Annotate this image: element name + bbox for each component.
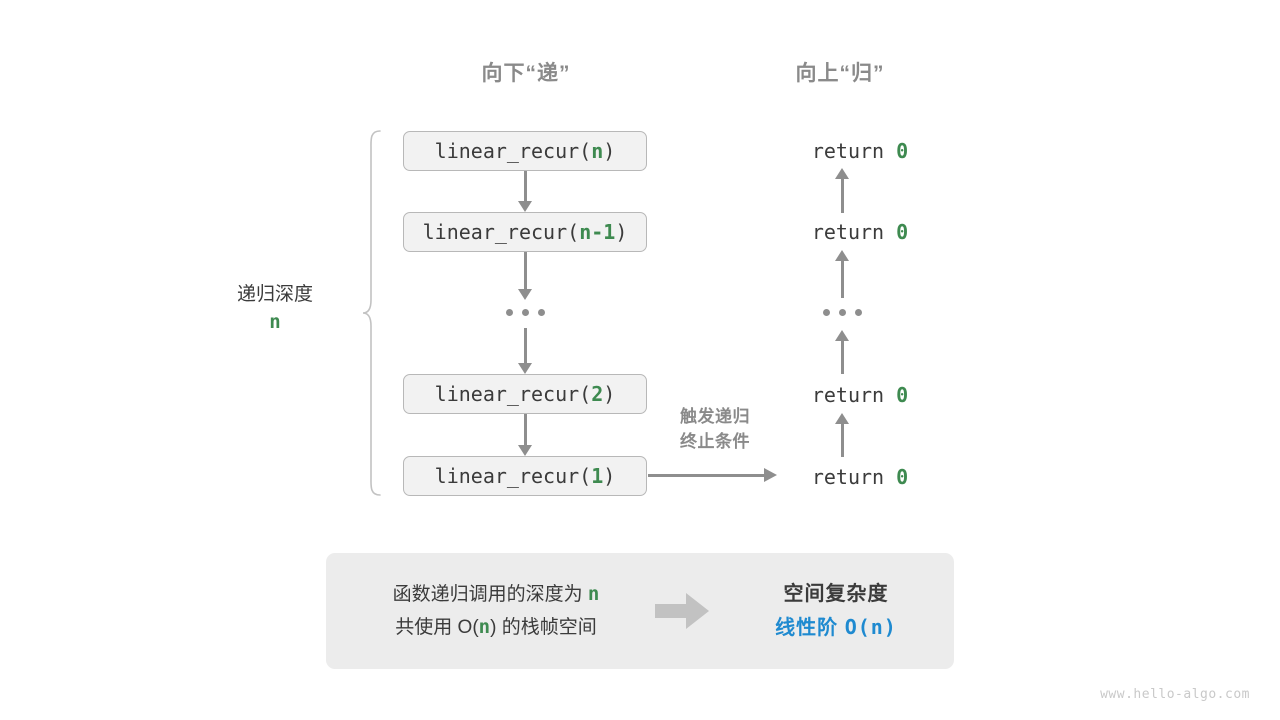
down-arrow-2 bbox=[515, 252, 535, 300]
call-box-1[interactable]: linear_recur(1) bbox=[403, 456, 647, 496]
call-box-close: ) bbox=[603, 464, 616, 488]
return-statement-3: return 0 bbox=[760, 383, 960, 407]
summary-line2-prefix: 共使用 bbox=[395, 617, 453, 638]
termination-arrow-head bbox=[764, 468, 777, 482]
call-box-arg: 2 bbox=[591, 382, 604, 406]
termination-arrow-shaft bbox=[648, 474, 766, 477]
column-header-ascend: 向上“归” bbox=[795, 62, 885, 85]
summary-right-text: 空间复杂度 线性阶 O(n) bbox=[718, 578, 954, 645]
recursion-depth-value: n bbox=[269, 311, 281, 333]
up-arrow-4 bbox=[832, 413, 852, 457]
summary-complexity-title: 空间复杂度 bbox=[783, 582, 889, 605]
call-box-arg: n-1 bbox=[579, 220, 616, 244]
summary-complexity-value: 线性阶 O(n) bbox=[718, 611, 954, 645]
trigger-note-line2: 终止条件 bbox=[680, 432, 750, 451]
ellipsis-left bbox=[506, 309, 545, 316]
return-statement-4: return 0 bbox=[760, 465, 960, 489]
summary-complexity-order: 线性阶 bbox=[775, 616, 839, 639]
return-value: 0 bbox=[896, 465, 909, 489]
call-box-fn: linear_recur( bbox=[422, 220, 580, 244]
ellipsis-right bbox=[823, 309, 862, 316]
down-arrow-4 bbox=[515, 414, 535, 456]
call-box-close: ) bbox=[615, 220, 628, 244]
summary-left-text: 函数递归调用的深度为 n 共使用 O(n) 的栈帧空间 bbox=[326, 578, 646, 644]
return-value: 0 bbox=[896, 220, 909, 244]
recursion-depth-brace bbox=[360, 128, 384, 503]
call-box-n-minus-1[interactable]: linear_recur(n-1) bbox=[403, 212, 647, 252]
return-value: 0 bbox=[896, 139, 909, 163]
summary-complexity-expr: O(n) bbox=[844, 614, 897, 639]
summary-line2-n: n bbox=[478, 616, 491, 638]
call-box-arg: n bbox=[591, 139, 604, 163]
call-box-fn: linear_recur( bbox=[434, 464, 592, 488]
up-arrow-3 bbox=[832, 330, 852, 374]
summary-line2-open: O( bbox=[457, 617, 479, 638]
summary-panel: 函数递归调用的深度为 n 共使用 O(n) 的栈帧空间 空间复杂度 线性阶 O(… bbox=[326, 553, 954, 669]
call-box-close: ) bbox=[603, 139, 616, 163]
trigger-note-line1: 触发递归 bbox=[680, 407, 750, 426]
return-statement-1: return 0 bbox=[760, 139, 960, 163]
recursion-depth-label: 递归深度 n bbox=[180, 282, 370, 336]
call-box-fn: linear_recur( bbox=[434, 139, 592, 163]
summary-arrow-icon bbox=[646, 593, 718, 629]
call-box-2[interactable]: linear_recur(2) bbox=[403, 374, 647, 414]
summary-line1-text: 函数递归调用的深度为 bbox=[392, 584, 583, 605]
return-value: 0 bbox=[896, 383, 909, 407]
summary-line2-close: ) bbox=[490, 617, 497, 638]
summary-line-1: 函数递归调用的深度为 n bbox=[346, 578, 646, 611]
down-arrow-3 bbox=[515, 328, 535, 374]
call-box-n[interactable]: linear_recur(n) bbox=[403, 131, 647, 171]
summary-line-2: 共使用 O(n) 的栈帧空间 bbox=[346, 611, 646, 644]
summary-line1-n: n bbox=[587, 583, 600, 605]
return-statement-2: return 0 bbox=[760, 220, 960, 244]
recursion-depth-text: 递归深度 bbox=[236, 284, 313, 305]
call-box-arg: 1 bbox=[591, 464, 604, 488]
up-arrow-2 bbox=[832, 250, 852, 298]
return-keyword: return bbox=[811, 465, 885, 489]
trigger-note: 触发递归 终止条件 bbox=[650, 404, 780, 454]
return-keyword: return bbox=[811, 139, 885, 163]
watermark: www.hello-algo.com bbox=[1100, 687, 1250, 702]
return-keyword: return bbox=[811, 383, 885, 407]
call-box-fn: linear_recur( bbox=[434, 382, 592, 406]
up-arrow-1 bbox=[832, 168, 852, 213]
call-box-close: ) bbox=[603, 382, 616, 406]
return-keyword: return bbox=[811, 220, 885, 244]
column-header-descend: 向下“递” bbox=[481, 62, 571, 85]
summary-line2-suffix: 的栈帧空间 bbox=[501, 617, 597, 638]
down-arrow-1 bbox=[515, 171, 535, 212]
